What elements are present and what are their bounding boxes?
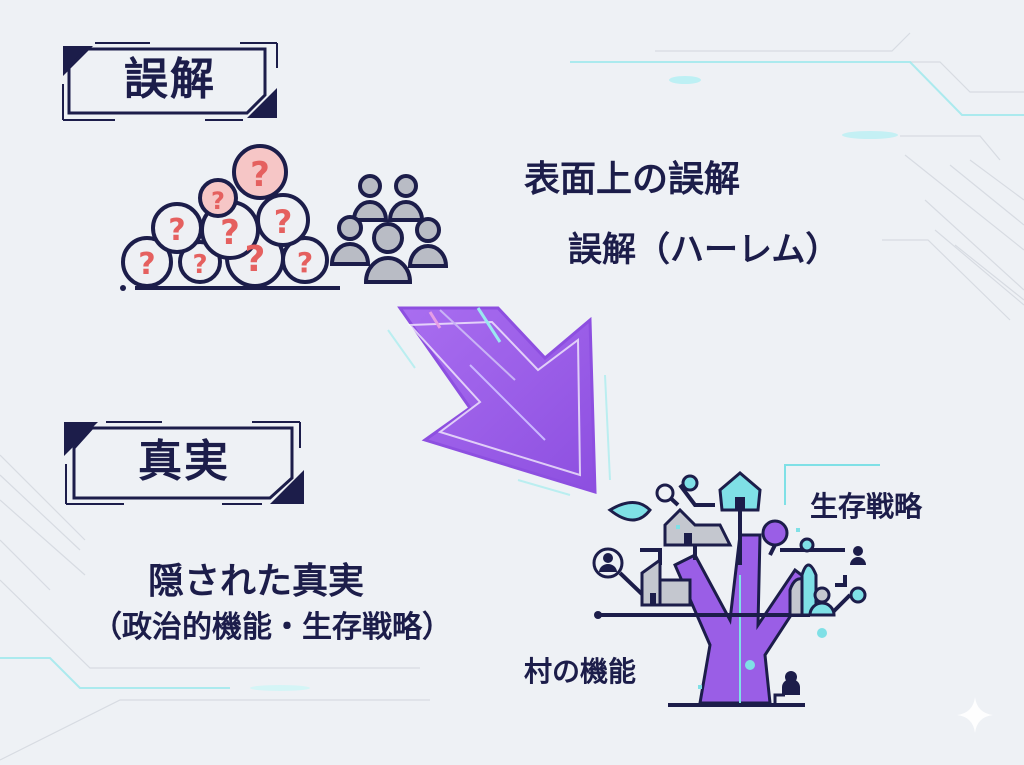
misconception-badge: 誤解	[55, 40, 285, 124]
svg-text:?: ?	[168, 213, 185, 248]
misconception-badge-label: 誤解	[124, 54, 216, 105]
survival-strategy-label: 生存戦略	[810, 490, 923, 523]
truth-subheading: （政治的機能・生存戦略）	[92, 610, 452, 645]
sparkle-icon	[957, 697, 993, 733]
svg-text:?: ?	[211, 187, 225, 215]
truth-badge-label: 真実	[138, 436, 230, 487]
truth-badge: 真実	[62, 420, 306, 506]
crowd-icon	[329, 174, 449, 284]
village-function-label: 村の機能	[524, 655, 637, 688]
badge-frame-icon	[64, 421, 304, 505]
misconception-heading: 表面上の誤解	[524, 159, 741, 200]
truth-heading: 隠された真実	[148, 561, 365, 602]
svg-text:?: ?	[138, 247, 155, 282]
down-right-arrow-icon	[387, 306, 611, 496]
badge-frame-icon	[62, 42, 278, 121]
svg-text:?: ?	[250, 155, 270, 195]
svg-text:?: ?	[274, 203, 293, 241]
svg-text:?: ?	[245, 239, 266, 280]
misconception-subheading: 誤解（ハーレム）	[568, 230, 840, 270]
svg-text:?: ?	[297, 246, 313, 279]
svg-text:?: ?	[192, 250, 207, 280]
question-bubbles-icon: ? ? ? ? ? ? ? ? ?	[120, 144, 340, 291]
svg-text:?: ?	[220, 213, 240, 253]
network-tree-icon	[592, 464, 880, 707]
